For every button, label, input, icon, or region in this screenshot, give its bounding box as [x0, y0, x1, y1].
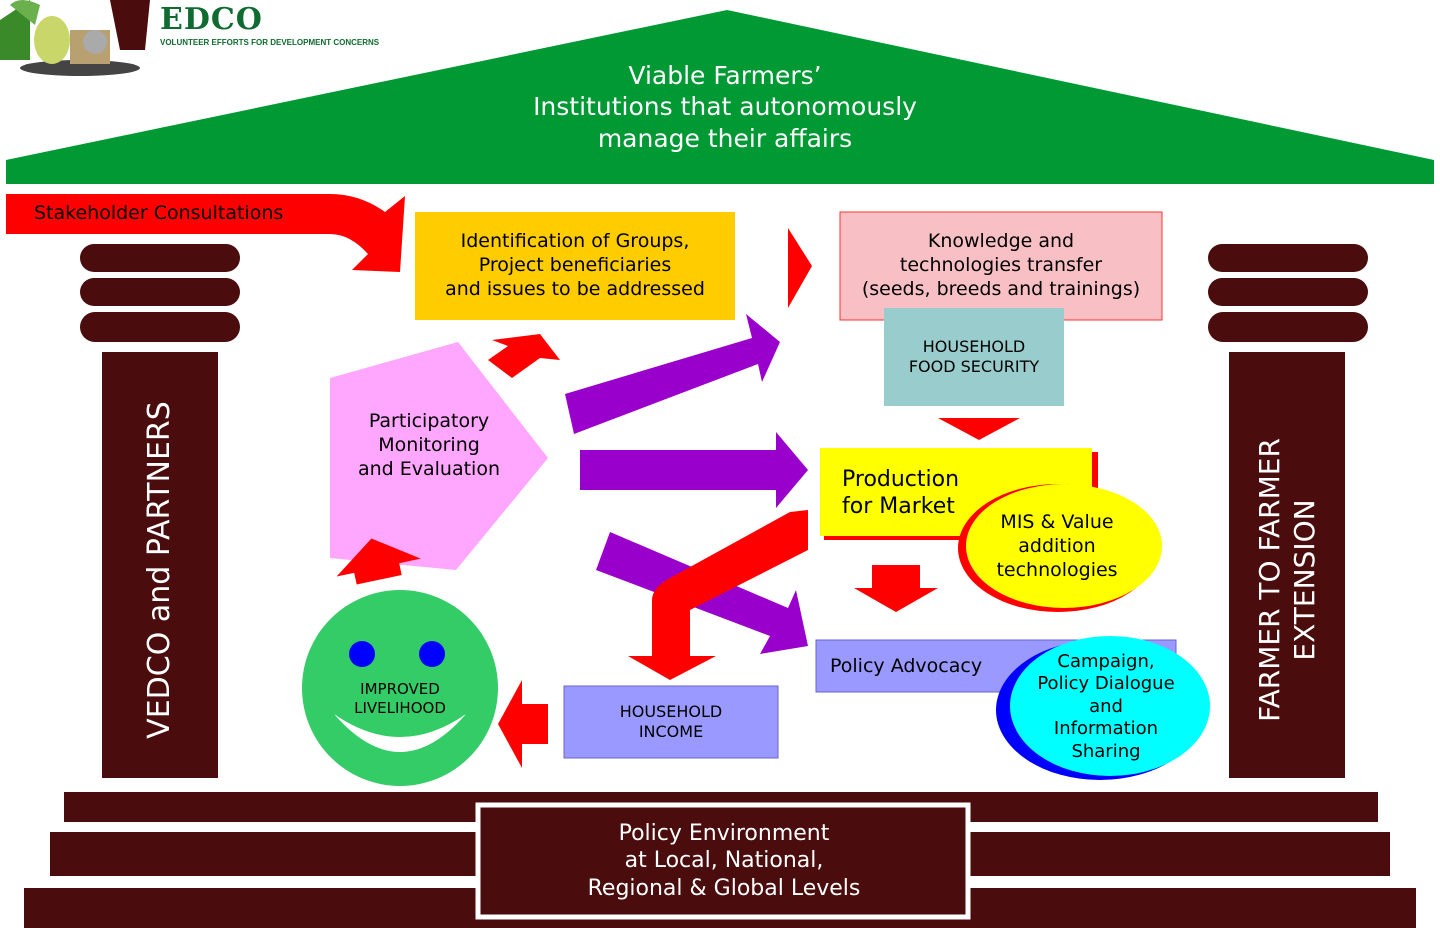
pme-text: Participatory Monitoring and Evaluation	[357, 410, 501, 480]
right-pillar-label: FARMER TO FARMER EXTENSION	[1253, 438, 1321, 722]
roof-text: Viable Farmers’ Institutions that autono…	[533, 61, 917, 153]
logo-name: EDCO	[160, 2, 263, 37]
left-pillar-caps	[80, 244, 240, 342]
down-arrow-production	[854, 565, 938, 612]
red-arrow-to-identification	[488, 334, 560, 378]
household-income-text: HOUSEHOLD INCOME	[619, 702, 723, 741]
household-income-box	[563, 685, 779, 759]
smiley-right-eye	[419, 641, 445, 667]
red-bent-arrow-income	[628, 510, 808, 680]
policy-advocacy-text: Policy Advocacy	[830, 655, 983, 678]
foundation-box	[475, 802, 971, 920]
red-arrow-to-pme	[336, 538, 421, 585]
food-security-box	[884, 308, 1064, 406]
identification-text: Identification of Groups, Project benefi…	[445, 230, 705, 300]
food-security-text: HOUSEHOLD FOOD SECURITY	[908, 337, 1040, 376]
right-pillar-caps	[1208, 244, 1368, 342]
knowledge-box	[839, 211, 1163, 321]
foundation-text: Policy Environment at Local, National, R…	[587, 820, 861, 901]
smiley-left-eye	[349, 641, 375, 667]
pme-pentagon	[330, 342, 548, 570]
knowledge-text: Knowledge and technologies transfer (see…	[861, 230, 1141, 300]
purple-arrow-knowledge	[565, 314, 780, 434]
down-triangle-food	[938, 418, 1020, 440]
roof-triangle	[6, 10, 1434, 184]
logo-tagline: VOLUNTEER EFFORTS FOR DEVELOPMENT CONCER…	[160, 38, 380, 47]
smiley-face	[302, 590, 498, 786]
campaign-text: Campaign, Policy Dialogue and Informatio…	[1037, 650, 1175, 762]
identification-box	[415, 212, 735, 320]
smiley-mouth	[334, 714, 466, 752]
stakeholder-arrow	[6, 194, 405, 272]
mis-ellipse	[966, 484, 1162, 608]
mis-text: MIS & Value addition technologies	[996, 511, 1118, 581]
red-pointer-triangle	[788, 228, 812, 308]
left-pillar	[102, 352, 218, 778]
logo-emblem	[0, 0, 150, 76]
stakeholder-label: Stakeholder Consultations	[34, 202, 284, 225]
livelihood-text: IMPROVED LIVELIHOOD	[354, 680, 446, 717]
campaign-ellipse	[1010, 636, 1210, 776]
red-arrow-to-livelihood	[498, 680, 548, 768]
production-text: Production for Market	[842, 466, 960, 520]
purple-arrow-production	[580, 432, 808, 508]
left-pillar-label: VEDCO and PARTNERS	[142, 401, 178, 739]
right-pillar	[1229, 352, 1345, 778]
